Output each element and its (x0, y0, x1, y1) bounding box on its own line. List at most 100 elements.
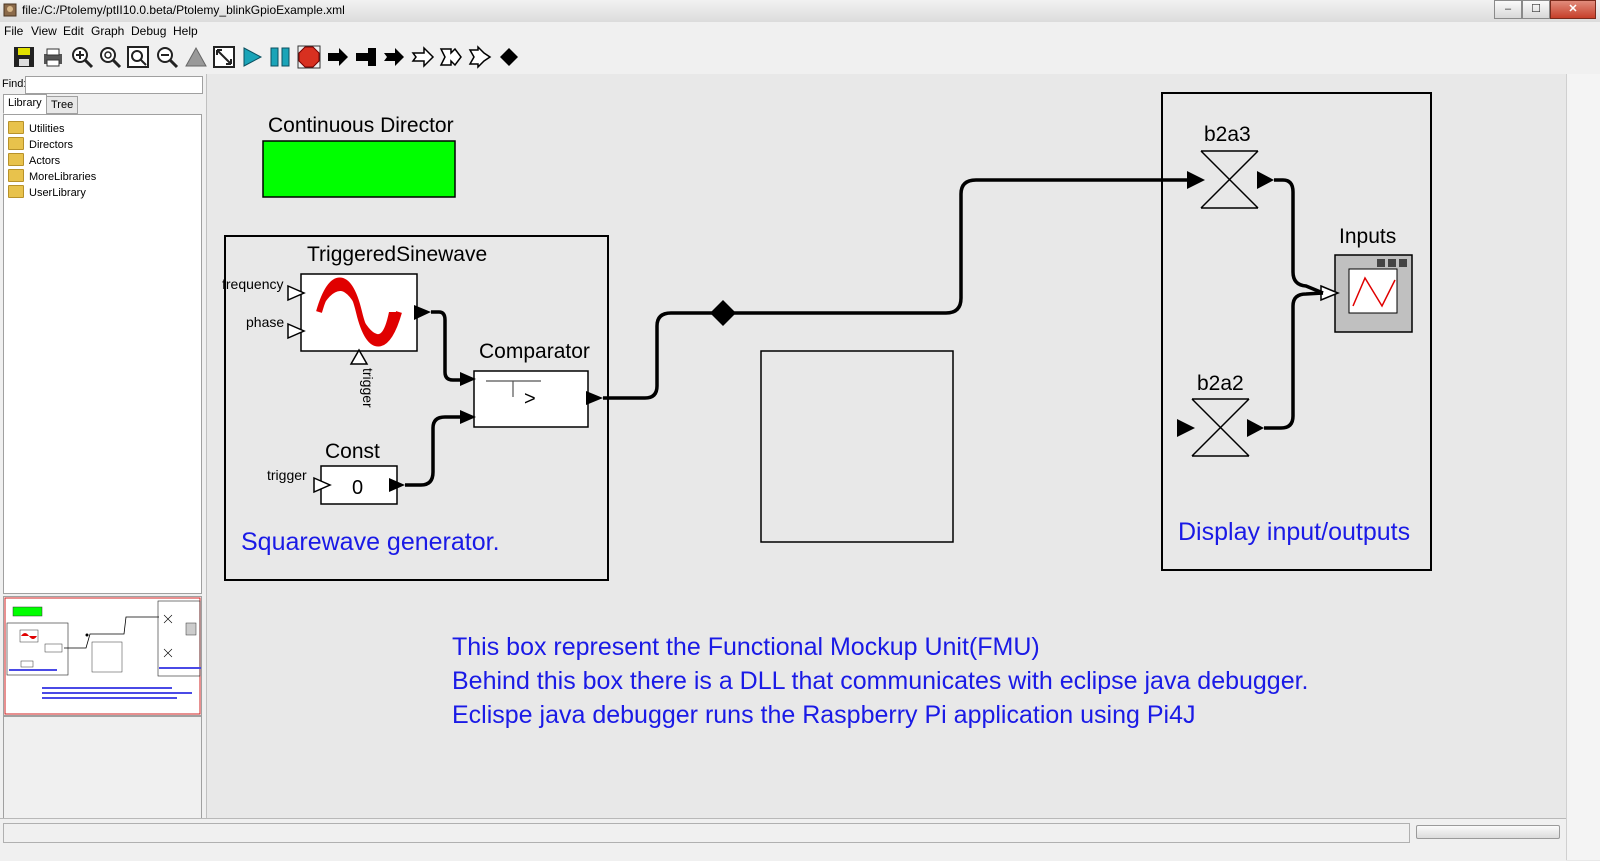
arrow-hollow-icon[interactable] (411, 45, 435, 69)
inputs-label: Inputs (1339, 225, 1396, 248)
menu-view[interactable]: View (31, 24, 57, 38)
relation-diamond-icon[interactable] (497, 45, 521, 69)
display-composite[interactable] (1161, 92, 1432, 571)
diagram-overview[interactable] (3, 596, 202, 716)
window-controls: ‒ ☐ ✕ (1494, 0, 1596, 19)
port-trigger[interactable] (349, 348, 369, 365)
b2a3-actor[interactable] (1200, 150, 1259, 209)
port-label-trigger: trigger (360, 368, 376, 408)
sinewave-output-port[interactable] (414, 305, 431, 320)
arrow-block-icon[interactable] (354, 45, 378, 69)
stop-icon[interactable] (297, 45, 321, 69)
b2a3-input-port[interactable] (1187, 171, 1205, 189)
tree-item-userlibrary[interactable]: UserLibrary (8, 185, 86, 200)
menu-debug[interactable]: Debug (131, 24, 167, 38)
tree-item-label: MoreLibraries (29, 171, 97, 183)
tree-item-directors[interactable]: Directors (8, 137, 73, 152)
comparator-input-1[interactable] (460, 372, 476, 386)
hierarchy-up-icon[interactable] (184, 45, 208, 69)
toolbar (0, 40, 1600, 75)
menu-graph[interactable]: Graph (91, 24, 125, 38)
tab-tree[interactable]: Tree (46, 96, 79, 114)
zoom-fit-icon[interactable] (126, 45, 150, 69)
overview-thumbnail (4, 597, 201, 715)
maximize-button[interactable]: ☐ (1522, 0, 1550, 19)
zoom-in-icon[interactable] (70, 45, 94, 69)
arrow-hollow-notch-icon[interactable] (439, 45, 463, 69)
library-tree: Utilities Directors Actors MoreLibraries… (3, 114, 202, 594)
const-output-port[interactable] (389, 478, 405, 492)
wire-b2a3-to-inputs[interactable] (1274, 178, 1324, 295)
wire-sine-to-comparator[interactable] (431, 310, 461, 382)
minimize-button[interactable]: ‒ (1494, 0, 1522, 19)
library-panel: Find: Library Tree Utilities Directors A… (0, 74, 206, 834)
tree-item-label: Utilities (29, 123, 65, 135)
comparator-symbol: > (524, 388, 536, 410)
const-value: 0 (352, 477, 363, 499)
ptolemy-app-icon[interactable] (3, 3, 17, 17)
tree-item-label: UserLibrary (29, 187, 86, 199)
folder-icon (8, 185, 24, 198)
pause-icon[interactable] (268, 45, 292, 69)
arrow-right-icon[interactable] (326, 45, 350, 69)
director-label: Continuous Director (268, 114, 454, 137)
tree-item-actors[interactable]: Actors (8, 153, 60, 168)
right-scroll-area[interactable] (1566, 74, 1600, 860)
menu-bar: File View Edit Graph Debug Help (0, 22, 1600, 40)
zoom-reset-icon[interactable] (98, 45, 122, 69)
graph-canvas[interactable]: Continuous Director TriggeredSinewave fr… (206, 74, 1567, 818)
b2a2-output-port[interactable] (1247, 419, 1264, 437)
fmu-note-line-1: This box represent the Functional Mockup… (452, 633, 1040, 661)
tab-library[interactable]: Library (3, 94, 47, 114)
fullscreen-icon[interactable] (212, 45, 236, 69)
zoom-out-icon[interactable] (155, 45, 179, 69)
menu-help[interactable]: Help (173, 24, 198, 38)
folder-icon (8, 153, 24, 166)
comparator-input-2[interactable] (460, 410, 476, 424)
run-icon[interactable] (240, 45, 264, 69)
const-port-label-trigger: trigger (267, 467, 307, 483)
b2a2-actor[interactable] (1191, 398, 1250, 457)
menu-file[interactable]: File (4, 24, 24, 38)
title-bar: file:/C:/Ptolemy/ptII10.0.beta/Ptolemy_b… (0, 0, 1600, 23)
progress-bar (1416, 825, 1560, 839)
port-phase[interactable] (287, 322, 306, 340)
relation-diamond[interactable] (710, 300, 736, 326)
const-actor[interactable] (320, 465, 398, 505)
tree-item-utilities[interactable]: Utilities (8, 121, 64, 136)
sinewave-curve (316, 277, 402, 347)
tree-item-label: Actors (29, 155, 61, 167)
find-label: Find: (2, 78, 27, 90)
wire-const-to-comparator[interactable] (405, 415, 461, 487)
squarewave-composite[interactable] (224, 235, 609, 581)
b2a3-label: b2a3 (1204, 123, 1251, 146)
wire-comparator-to-b2a3[interactable] (603, 178, 1193, 400)
folder-icon (8, 169, 24, 182)
close-button[interactable]: ✕ (1550, 0, 1596, 19)
const-trigger-port[interactable] (313, 476, 332, 494)
display-note: Display input/outputs (1178, 518, 1410, 546)
tree-item-morelibraries[interactable]: MoreLibraries (8, 169, 96, 184)
port-frequency[interactable] (287, 284, 306, 302)
tree-item-label: Directors (29, 139, 74, 151)
comparator-label: Comparator (479, 340, 590, 363)
status-message (3, 823, 1410, 843)
fmu-box[interactable] (760, 350, 954, 543)
arrow-hollow-double-icon[interactable] (468, 45, 492, 69)
b2a2-input-port[interactable] (1177, 419, 1195, 437)
arrow-notch-icon[interactable] (382, 45, 406, 69)
port-label-frequency: frequency (222, 276, 283, 292)
port-label-phase: phase (246, 314, 284, 330)
plotter-icon (1352, 276, 1396, 308)
find-input[interactable] (25, 76, 203, 94)
left-lower-panel (3, 716, 202, 834)
save-icon[interactable] (12, 45, 36, 69)
print-icon[interactable] (41, 45, 65, 69)
comparator-actor[interactable] (473, 370, 589, 428)
menu-edit[interactable]: Edit (63, 24, 84, 38)
wire-b2a2-to-inputs[interactable] (1264, 291, 1324, 430)
folder-icon (8, 137, 24, 150)
continuous-director[interactable] (262, 140, 456, 198)
b2a3-output-port[interactable] (1257, 171, 1274, 189)
comparator-output-port[interactable] (586, 391, 603, 405)
